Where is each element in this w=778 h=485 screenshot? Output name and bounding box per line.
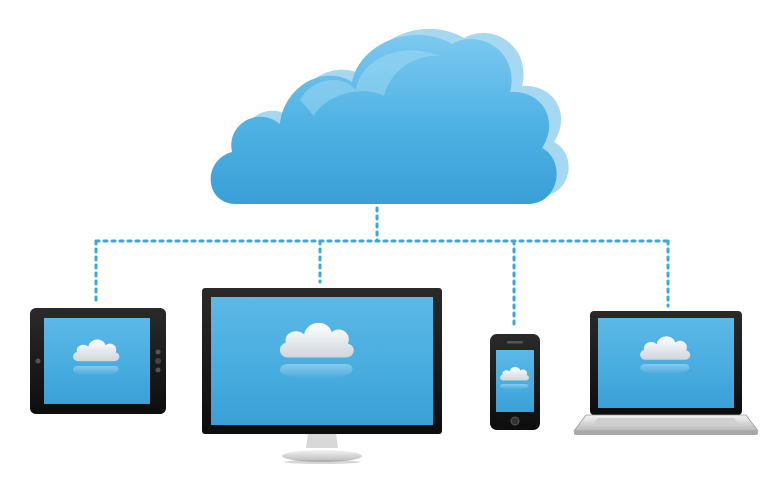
connector-lines [94, 206, 670, 330]
laptop-icon [573, 311, 759, 435]
monitor-icon [202, 288, 442, 464]
tablet-icon [30, 308, 166, 414]
cloud-icon [210, 28, 569, 204]
smartphone-icon [490, 334, 540, 430]
